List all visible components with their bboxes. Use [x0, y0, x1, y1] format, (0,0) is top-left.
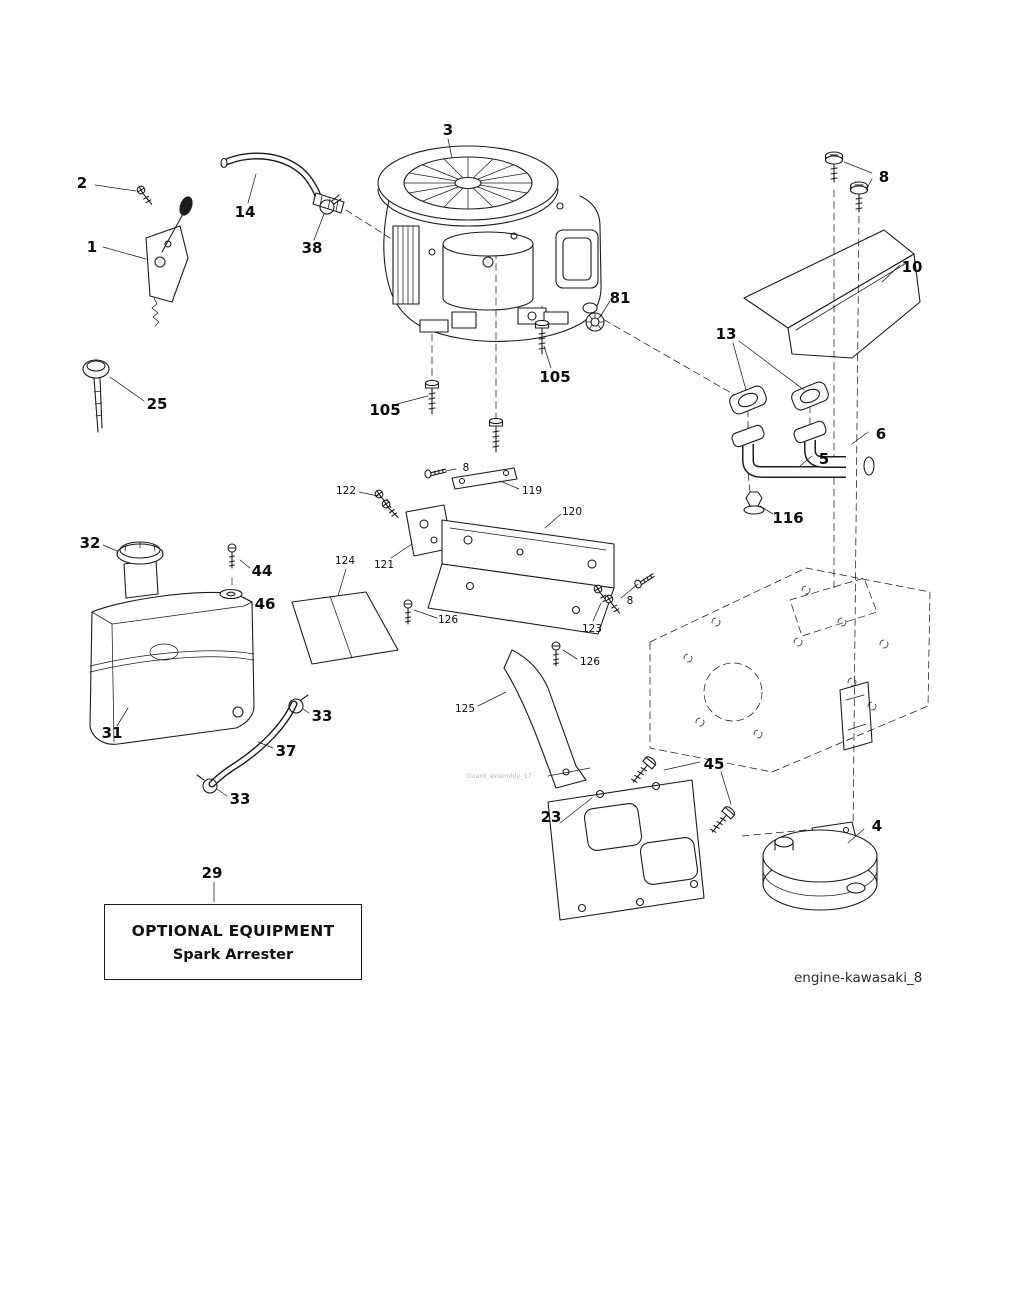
- screw-8-b: [849, 181, 869, 213]
- bolt-8-right: [633, 572, 657, 590]
- part-label-10: 10: [901, 258, 923, 276]
- plug-81: [585, 312, 605, 332]
- muffler: [762, 821, 878, 911]
- part-label-33-upper: 33: [311, 707, 333, 725]
- part-label-4: 4: [871, 817, 883, 835]
- part-label-38: 38: [301, 239, 323, 257]
- screw-8-a: [824, 151, 844, 183]
- part-label-123: 123: [581, 623, 603, 635]
- part-label-33-lower: 33: [229, 790, 251, 808]
- part-label-124: 124: [334, 555, 356, 567]
- bracket-120: [427, 519, 615, 635]
- part-label-32: 32: [79, 534, 101, 552]
- fuel-line: [220, 152, 345, 214]
- hose-clamp-38: [319, 194, 342, 215]
- part-label-46: 46: [254, 595, 276, 613]
- optional-equipment-title: OPTIONAL EQUIPMENT: [131, 921, 335, 940]
- heat-shield: [743, 229, 921, 359]
- throttle-control: [145, 196, 193, 327]
- exhaust-nut: [743, 491, 765, 515]
- bolt-45-b: [707, 804, 737, 837]
- hose-clamp-33-upper: [288, 694, 309, 714]
- part-label-2: 2: [76, 174, 88, 192]
- part-label-122: 122: [335, 485, 357, 497]
- part-label-116: 116: [772, 509, 804, 527]
- part-label-119: 119: [521, 485, 543, 497]
- part-label-105-a: 105: [539, 368, 571, 386]
- part-label-14: 14: [234, 203, 256, 221]
- leader-lines: [94, 138, 901, 903]
- part-label-23: 23: [540, 808, 562, 826]
- screw-44: [227, 543, 237, 569]
- part-label-1: 1: [86, 238, 98, 256]
- bolt-105-a: [534, 319, 550, 355]
- watermark-text: Guard_assembly_17: [466, 772, 532, 780]
- screw-2: [133, 184, 157, 205]
- fuel-cap: [116, 541, 164, 565]
- part-label-13: 13: [715, 325, 737, 343]
- part-label-45: 45: [703, 755, 725, 773]
- exhaust-pipe: [731, 420, 875, 478]
- part-label-81: 81: [609, 289, 631, 307]
- bolt-105-b: [424, 379, 440, 415]
- part-label-25: 25: [146, 395, 168, 413]
- part-label-31: 31: [101, 724, 123, 742]
- washer-46: [219, 588, 243, 600]
- hose-clamp-33-lower: [196, 774, 218, 794]
- part-label-120: 120: [561, 506, 583, 518]
- footer-filename: engine-kawasaki_8: [794, 970, 923, 986]
- part-label-37: 37: [275, 742, 297, 760]
- part-label-125: 125: [454, 703, 476, 715]
- exhaust-gaskets: [729, 381, 829, 415]
- part-label-5: 5: [818, 450, 830, 468]
- deflector-124: [291, 591, 399, 665]
- fuel-tank: [89, 559, 255, 745]
- choke-cable: [82, 359, 110, 433]
- screw-122-b: [379, 499, 401, 518]
- bolt-8-center: [424, 467, 447, 479]
- part-label-44: 44: [251, 562, 273, 580]
- part-label-8-top: 8: [878, 168, 890, 186]
- engine-assembly: [377, 145, 602, 342]
- bolt-45-a: [628, 754, 658, 787]
- screw-126-right: [551, 641, 561, 667]
- part-label-105-b: 105: [369, 401, 401, 419]
- part-label-121: 121: [373, 559, 395, 571]
- part-label-126-left: 126: [437, 614, 459, 626]
- part-label-126-right: 126: [579, 656, 601, 668]
- bolt-engine-center: [488, 417, 504, 453]
- frame-plate: [649, 567, 931, 773]
- optional-equipment-subtitle: Spark Arrester: [172, 946, 294, 963]
- screw-126-left: [403, 599, 413, 625]
- plate-119: [451, 467, 518, 490]
- fuel-hose-37: [208, 700, 298, 788]
- optional-equipment-box: OPTIONAL EQUIPMENT Spark Arrester: [104, 904, 362, 980]
- part-label-8-center: 8: [462, 462, 470, 474]
- part-label-29: 29: [201, 864, 223, 882]
- guard-125: [503, 649, 591, 789]
- part-label-6: 6: [875, 425, 887, 443]
- bracket-121: [405, 504, 453, 557]
- part-label-3: 3: [442, 121, 454, 139]
- part-label-8-right: 8: [626, 595, 634, 607]
- frame-bracket: [839, 681, 873, 751]
- muffler-bracket: [547, 779, 705, 921]
